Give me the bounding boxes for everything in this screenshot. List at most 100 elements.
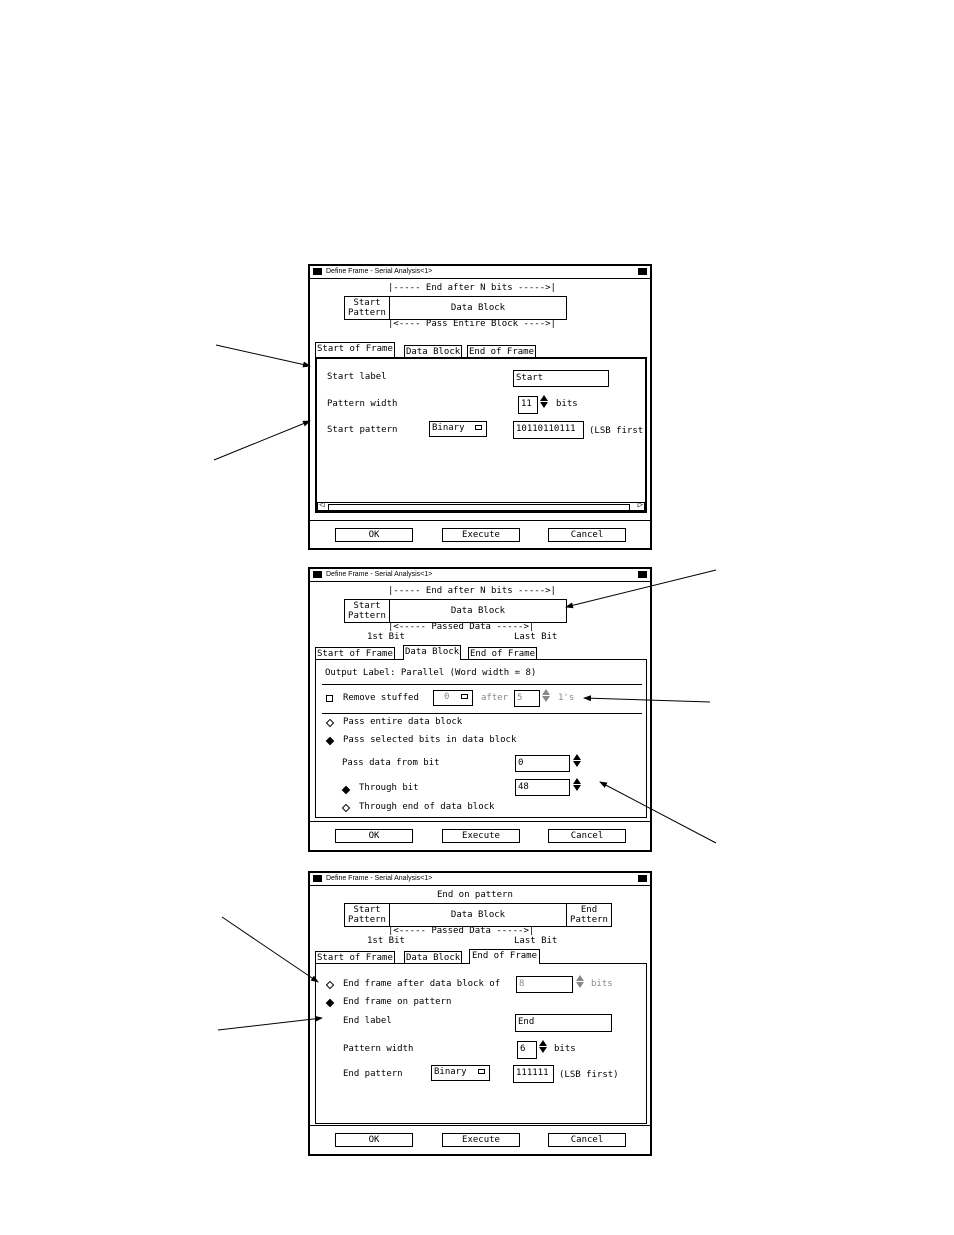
tab-panel: Output Label: Parallel (Word width = 8) …: [315, 659, 647, 818]
diagram-bottom-label: |<---- Pass Entire Block ---->|: [388, 319, 556, 329]
ones-label: 1's: [558, 693, 575, 703]
diagram-top-label: End on pattern: [437, 890, 513, 900]
arrow-end-after: [221, 916, 319, 983]
execute-button[interactable]: Execute: [442, 528, 520, 542]
after-count-stepper[interactable]: [542, 689, 550, 703]
tab-end-of-frame[interactable]: End of Frame: [468, 647, 538, 660]
pattern-width-stepper[interactable]: [539, 1040, 547, 1054]
tab-panel: Start label Start Pattern width 11 bits …: [315, 357, 647, 513]
tab-start-of-frame[interactable]: Start of Frame: [315, 342, 395, 357]
start-pattern-line1: Start: [353, 905, 381, 915]
after-count-input[interactable]: 5: [514, 690, 540, 707]
title-bar[interactable]: Define Frame - Serial Analysis<1>: [310, 873, 650, 886]
cancel-button[interactable]: Cancel: [548, 528, 626, 542]
stuffed-bit-value: 0: [444, 692, 450, 702]
button-bar: OK Execute Cancel: [310, 520, 650, 551]
tab-start-of-frame[interactable]: Start of Frame: [315, 647, 395, 660]
define-frame-dialog-start: Define Frame - Serial Analysis<1> |-----…: [308, 264, 652, 550]
define-frame-dialog-data: Define Frame - Serial Analysis<1> |-----…: [308, 567, 652, 852]
diagram-bottom-label: |<----- Passed Data ----->|: [388, 622, 535, 632]
execute-button[interactable]: Execute: [442, 1133, 520, 1147]
pattern-width-input[interactable]: 6: [517, 1041, 537, 1059]
define-frame-dialog-end: Define Frame - Serial Analysis<1> End on…: [308, 871, 652, 1156]
through-end-label: Through end of data block: [359, 802, 495, 812]
through-bit-stepper[interactable]: [573, 778, 581, 792]
ok-button[interactable]: OK: [335, 528, 413, 542]
start-label-input[interactable]: Start: [513, 370, 609, 387]
through-bit-input[interactable]: 48: [515, 779, 570, 796]
data-block-label: Data Block: [450, 606, 506, 616]
window-menu-icon[interactable]: [313, 571, 322, 578]
pass-from-label: Pass data from bit: [342, 758, 440, 768]
pass-from-input[interactable]: 0: [515, 755, 570, 772]
tab-end-of-frame[interactable]: End of Frame: [467, 345, 537, 358]
first-bit-label: 1st Bit: [367, 632, 405, 642]
end-pattern-line2: Pattern: [570, 915, 608, 925]
format-menu-button[interactable]: Binary: [429, 421, 487, 437]
format-menu-button[interactable]: Binary: [431, 1065, 490, 1081]
end-pattern-input[interactable]: 111111: [513, 1065, 554, 1083]
maximize-icon[interactable]: [638, 268, 647, 275]
end-label-input[interactable]: End: [515, 1014, 612, 1032]
arrow-stuffed: [583, 695, 711, 703]
title-bar[interactable]: Define Frame - Serial Analysis<1>: [310, 569, 650, 582]
end-pattern-label: End pattern: [343, 1069, 403, 1079]
pass-from-stepper[interactable]: [573, 754, 581, 768]
scroll-left-icon[interactable]: ◁: [319, 500, 325, 510]
tab-data-block[interactable]: Data Block: [404, 951, 463, 964]
execute-button[interactable]: Execute: [442, 829, 520, 843]
pass-entire-label: Pass entire data block: [343, 717, 463, 727]
window-title: Define Frame - Serial Analysis<1>: [326, 571, 433, 578]
scroll-right-icon[interactable]: ▷: [637, 500, 643, 510]
cancel-button[interactable]: Cancel: [548, 1133, 626, 1147]
tab-panel: End frame after data block of 8 bits End…: [315, 963, 647, 1124]
first-bit-label: 1st Bit: [367, 936, 405, 946]
pattern-width-input[interactable]: 11: [518, 396, 538, 414]
tab-start-of-frame[interactable]: Start of Frame: [315, 951, 395, 964]
data-block-cell: Data Block: [389, 296, 567, 320]
end-on-pattern-label: End frame on pattern: [343, 997, 452, 1007]
tab-data-block[interactable]: Data Block: [403, 645, 462, 660]
start-pattern-line2: Pattern: [348, 915, 386, 925]
button-bar: OK Execute Cancel: [310, 821, 650, 852]
pattern-width-label: Pattern width: [327, 399, 398, 409]
pattern-note: (LSB first: [589, 426, 644, 436]
divider: [322, 713, 642, 714]
ok-button[interactable]: OK: [335, 829, 413, 843]
diagram-top-label: |----- End after N bits ----->|: [388, 586, 556, 596]
start-pattern-line1: Start: [353, 298, 381, 308]
scroll-thumb[interactable]: [328, 504, 630, 511]
maximize-icon[interactable]: [638, 875, 647, 882]
pattern-width-stepper[interactable]: [540, 395, 548, 409]
last-bit-label: Last Bit: [514, 632, 558, 642]
divider: [322, 684, 642, 685]
arrow-end-label: [217, 1015, 323, 1031]
arrow-through-bit: [599, 781, 717, 844]
cancel-button[interactable]: Cancel: [548, 829, 626, 843]
end-after-input[interactable]: 8: [516, 976, 573, 993]
title-bar[interactable]: Define Frame - Serial Analysis<1>: [310, 266, 650, 279]
window-menu-icon[interactable]: [313, 875, 322, 882]
end-after-unit: bits: [591, 979, 613, 989]
pattern-width-unit: bits: [554, 1044, 576, 1054]
remove-stuffed-label: Remove stuffed: [343, 693, 419, 703]
tab-data-block[interactable]: Data Block: [404, 345, 463, 358]
ok-button[interactable]: OK: [335, 1133, 413, 1147]
window-menu-icon[interactable]: [313, 268, 322, 275]
tab-end-of-frame[interactable]: End of Frame: [469, 949, 541, 964]
stuffed-bit-menu[interactable]: 0: [433, 690, 473, 706]
start-pattern-input[interactable]: 10110110111: [513, 421, 584, 439]
end-pattern-line1: End: [580, 905, 598, 915]
end-after-label: End frame after data block of: [343, 979, 501, 989]
option-menu-icon: [461, 694, 468, 699]
start-pattern-label: Start pattern: [327, 425, 398, 435]
horizontal-scrollbar[interactable]: ◁ ▷: [317, 500, 645, 511]
start-label-label: Start label: [327, 372, 387, 382]
window-title: Define Frame - Serial Analysis<1>: [326, 268, 433, 275]
end-after-stepper[interactable]: [576, 975, 584, 989]
pattern-note: (LSB first): [559, 1070, 619, 1080]
diagram-top-label: |----- End after N bits ----->|: [388, 283, 556, 293]
maximize-icon[interactable]: [638, 571, 647, 578]
remove-stuffed-checkbox[interactable]: [326, 695, 333, 702]
